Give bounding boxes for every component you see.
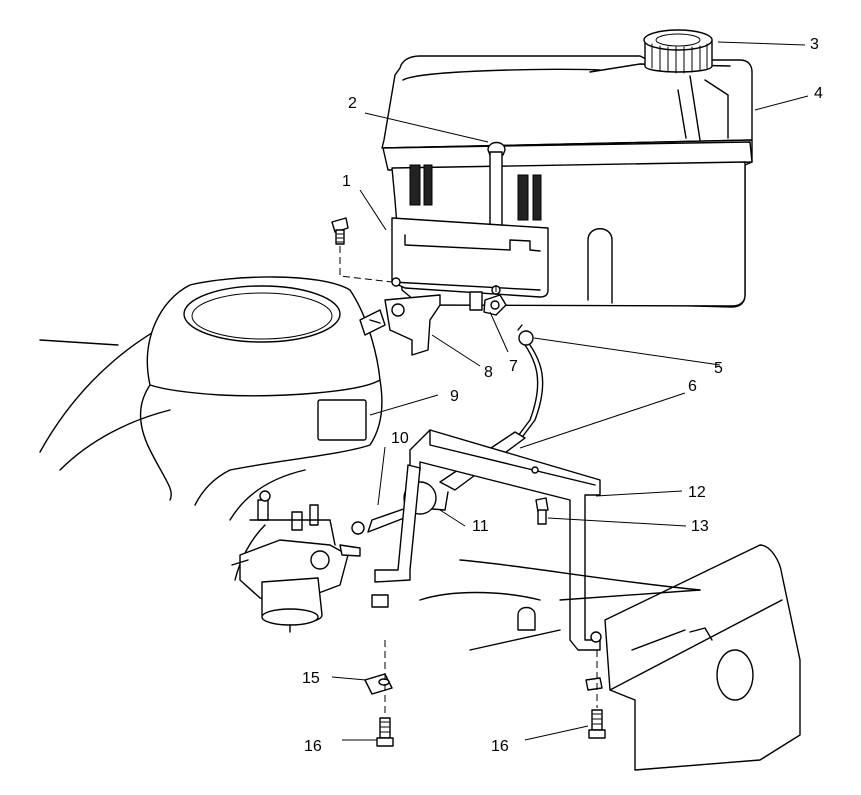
part-label-2: 2: [348, 95, 357, 112]
part-label-9: 9: [450, 388, 459, 405]
part-labels: 1 2 3 4 5 6 7 8 9 10 11 12 13 15 16 16: [302, 36, 823, 755]
frame-bolt: [535, 497, 549, 525]
part-label-1: 1: [342, 173, 351, 190]
hose-clamp-upper: [517, 324, 534, 346]
part-label-7: 7: [509, 358, 518, 375]
mounting-plate: [359, 294, 441, 356]
lower-hardware: [364, 673, 606, 747]
carburetor: [231, 490, 361, 633]
tank-bracket: [391, 217, 549, 298]
fuel-cap: [643, 29, 713, 74]
bracket-bolt: [331, 217, 349, 245]
part-label-16-left: 16: [304, 738, 322, 755]
alignment-lines: [339, 246, 598, 716]
part-label-16-right: 16: [491, 738, 509, 755]
fuel-filter: [351, 481, 437, 535]
part-label-4: 4: [814, 85, 823, 102]
part-label-3: 3: [810, 36, 819, 53]
part-label-13: 13: [691, 518, 709, 535]
chassis-frame: [371, 544, 801, 771]
part-label-12: 12: [688, 484, 706, 501]
engine-shroud: [39, 276, 383, 581]
part-label-6: 6: [688, 378, 697, 395]
part-label-15: 15: [302, 670, 320, 687]
part-label-5: 5: [714, 360, 723, 377]
part-label-11: 11: [472, 518, 489, 535]
leader-lines: [331, 41, 809, 741]
fuel-fitting: [469, 291, 507, 316]
part-label-8: 8: [484, 364, 493, 381]
support-frame: [374, 429, 602, 651]
part-label-10: 10: [391, 430, 409, 447]
